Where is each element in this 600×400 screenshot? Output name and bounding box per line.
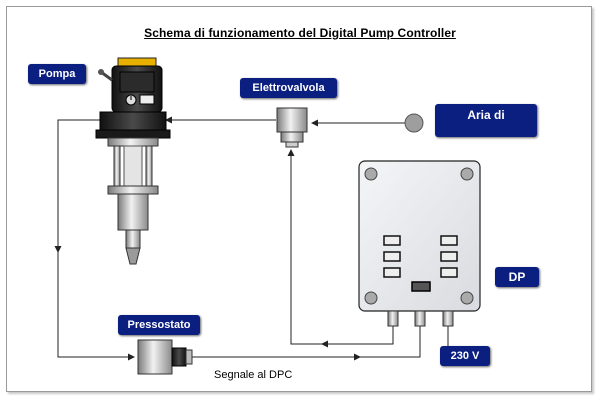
pump-icon	[95, 57, 171, 265]
aria-label: Aria di	[435, 104, 537, 137]
diagram-frame	[6, 6, 592, 392]
elettrovalvola-label: Elettrovalvola	[240, 78, 337, 98]
dp-controller-icon	[358, 160, 481, 327]
diagram-title: Schema di funzionamento del Digital Pump…	[144, 26, 456, 40]
dp-label: DP	[495, 267, 539, 287]
air-source-icon	[404, 113, 424, 133]
signal-line	[190, 326, 421, 358]
voltage-label: 230 V	[440, 346, 490, 366]
solenoid-valve-icon	[276, 107, 308, 148]
signal-label: Segnale al DPC	[214, 369, 293, 381]
pompa-label: Pompa	[28, 64, 86, 84]
pressostato-label: Pressostato	[118, 315, 200, 335]
connection-lines	[54, 116, 449, 361]
pressure-switch-icon	[137, 339, 193, 375]
